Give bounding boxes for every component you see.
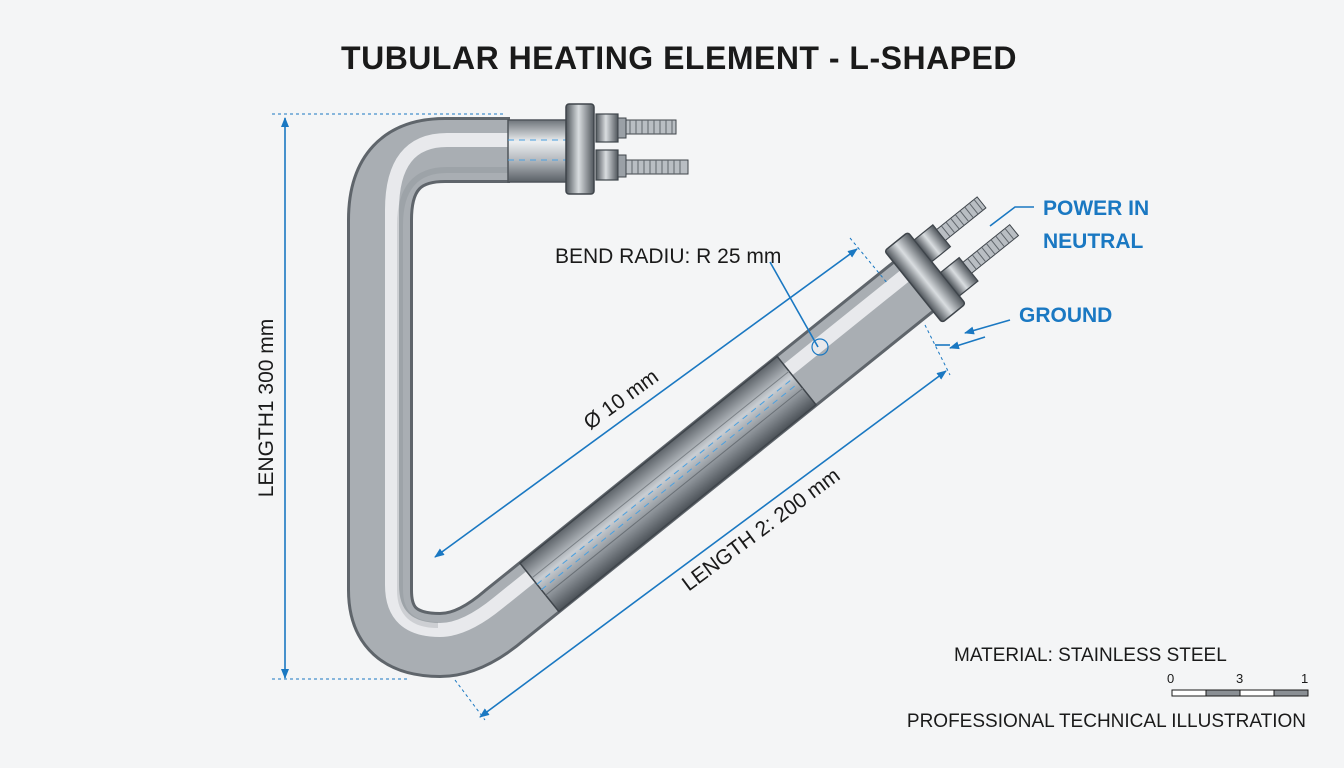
scale-label-0: 0 <box>1167 671 1174 686</box>
scale-segment-4 <box>1273 689 1309 697</box>
bend-radius-label: BEND RADIU: R 25 mm <box>555 245 781 268</box>
lower-terminal-assembly <box>884 196 1020 323</box>
lower-flange <box>884 232 966 323</box>
tube-outline <box>347 117 939 678</box>
ground-label: GROUND <box>1019 304 1112 327</box>
lower-stud-top <box>935 196 987 242</box>
scale-segment-1 <box>1171 689 1207 697</box>
tube-body <box>350 120 937 675</box>
length2-extension-bottom <box>454 679 486 721</box>
tube-shadow <box>397 167 510 628</box>
dimension-lines <box>272 113 1034 721</box>
scale-segment-2 <box>1205 689 1241 697</box>
length2-extension-top <box>924 324 951 376</box>
page-title: TUBULAR HEATING ELEMENT - L-SHAPED <box>341 40 1017 76</box>
tube-highlight <box>385 133 917 637</box>
upper-terminal-assembly <box>565 103 689 195</box>
bend-radius-center-mark <box>811 338 829 356</box>
upper-stud-bottom <box>625 159 689 175</box>
upper-washer-bottom <box>617 154 627 178</box>
footer-caption: PROFESSIONAL TECHNICAL ILLUSTRATION <box>907 711 1306 732</box>
upper-nut-top <box>595 113 619 143</box>
upper-terminal-sleeve <box>507 119 573 183</box>
power-in-leader <box>989 206 1034 227</box>
heating-core-section <box>518 355 818 613</box>
diameter-extension-top <box>849 237 889 285</box>
scale-bar: 0 3 1 <box>1167 671 1309 697</box>
scale-label-1: 1 <box>1301 671 1308 686</box>
upper-nut-bottom <box>595 149 619 181</box>
bend-radius-leader <box>769 261 819 348</box>
ground-arrow-left-2 <box>949 336 986 350</box>
upper-flange <box>565 103 595 195</box>
scale-segment-3 <box>1239 689 1275 697</box>
neutral-label: NEUTRAL <box>1043 230 1143 253</box>
material-note: MATERIAL: STAINLESS STEEL <box>954 645 1227 666</box>
length2-dimension-line <box>479 370 947 718</box>
upper-stud-top <box>625 119 677 135</box>
lower-stud-bottom <box>962 223 1020 274</box>
length1-label: LENGTH1 300 mm <box>255 319 278 498</box>
ground-arrow-right <box>964 319 1011 335</box>
upper-washer-top <box>617 117 627 139</box>
scale-label-3: 3 <box>1236 671 1243 686</box>
power-in-label: POWER IN <box>1043 197 1149 220</box>
